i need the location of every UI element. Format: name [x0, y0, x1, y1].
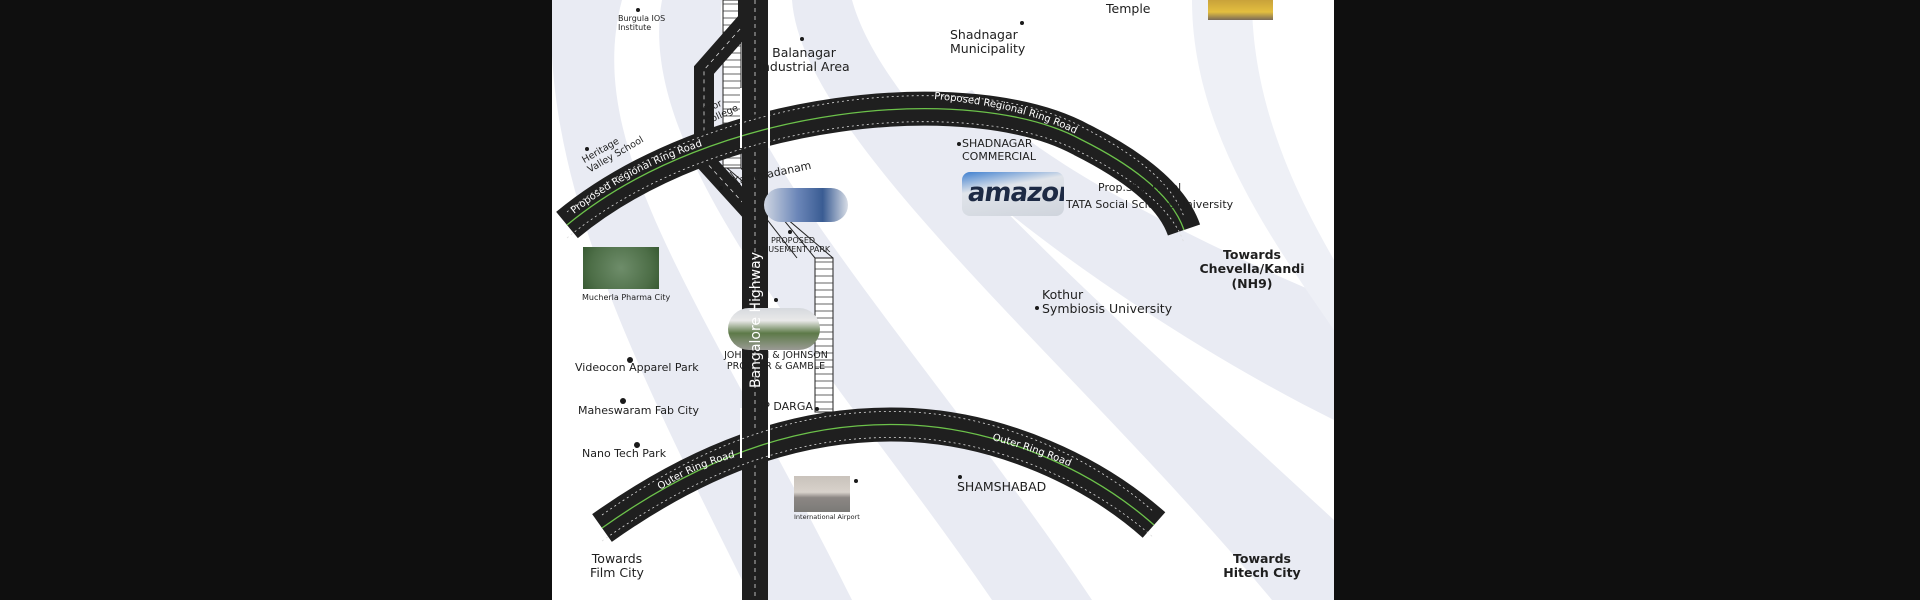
- star-hotel-dot: [1118, 176, 1122, 180]
- amazon-image: amazon: [962, 172, 1064, 216]
- pharma-city-label: Mucherla Pharma City: [582, 293, 671, 302]
- videocon-label: Videocon Apparel Park: [575, 361, 699, 374]
- temple-image: [1208, 0, 1273, 20]
- jnj-image: [728, 308, 820, 350]
- amusement-dot: [788, 230, 792, 234]
- towards-hitech-city: Towards Hitech City: [1223, 551, 1301, 581]
- pharma-city-image: [583, 247, 659, 289]
- bg-swoosh: [792, 0, 1334, 600]
- nano-label: Nano Tech Park: [582, 447, 667, 460]
- amusement-park-image: [764, 188, 848, 222]
- bg-swoosh: [1192, 0, 1334, 330]
- shadnagar-muni-dot: [1020, 21, 1024, 25]
- burgula-label: Burgula IOS Institute: [618, 14, 666, 33]
- jp-darga-dot: [815, 407, 819, 411]
- maheswaram-label: Maheswaram Fab City: [578, 404, 700, 417]
- kothur-dot: [958, 475, 962, 479]
- airport-label: International Airport: [794, 513, 860, 521]
- kothur-dot-2: [1035, 306, 1039, 310]
- shadnagar-comm-label: SHADNAGAR COMMERCIAL: [962, 137, 1036, 163]
- bg-swoosh: [552, 0, 852, 600]
- maheswaram-dot: [620, 398, 626, 404]
- shamshabad-label: SHAMSHABAD: [957, 479, 1047, 494]
- temple-label: Temple: [1106, 1, 1151, 16]
- burgula-dot: [636, 8, 640, 12]
- kothur-label: Kothur Symbiosis University: [1042, 287, 1173, 317]
- jnj-dot: [774, 298, 778, 302]
- towards-chevella: Towards Chevella/Kandi (NH9): [1199, 247, 1305, 291]
- star-hotel-label: Prop.Star Hotel: [1098, 181, 1182, 194]
- kammadanam-dot: [719, 186, 723, 190]
- towards-film-city: Towards Film City: [590, 551, 644, 581]
- jnj-label: JOHNSON & JOHNSON PROCTER & GAMBLE: [724, 350, 828, 372]
- videocon-dot: [627, 357, 633, 363]
- heritage-dot: [585, 147, 589, 151]
- shadnagar-comm-dot: [957, 142, 961, 146]
- shadnagar-muni-label: Shadnagar Municipality: [950, 27, 1026, 57]
- jp-darga-label: JP DARGA: [760, 400, 813, 413]
- airport-dot: [854, 479, 858, 483]
- tata-label: TATA Social Science University: [1066, 198, 1234, 211]
- airport-image: [794, 476, 850, 512]
- balanagar-dot: [800, 37, 804, 41]
- amusement-label: PROPOSED AMUSEMENT PARK: [755, 236, 831, 255]
- balanagar-label: Balanagar Industrial Area: [758, 45, 850, 75]
- nano-dot: [634, 442, 640, 448]
- location-map: Burgula IOS Institute Balanagar Industri…: [552, 0, 1334, 600]
- amazon-logo-text: amazon: [965, 178, 1064, 208]
